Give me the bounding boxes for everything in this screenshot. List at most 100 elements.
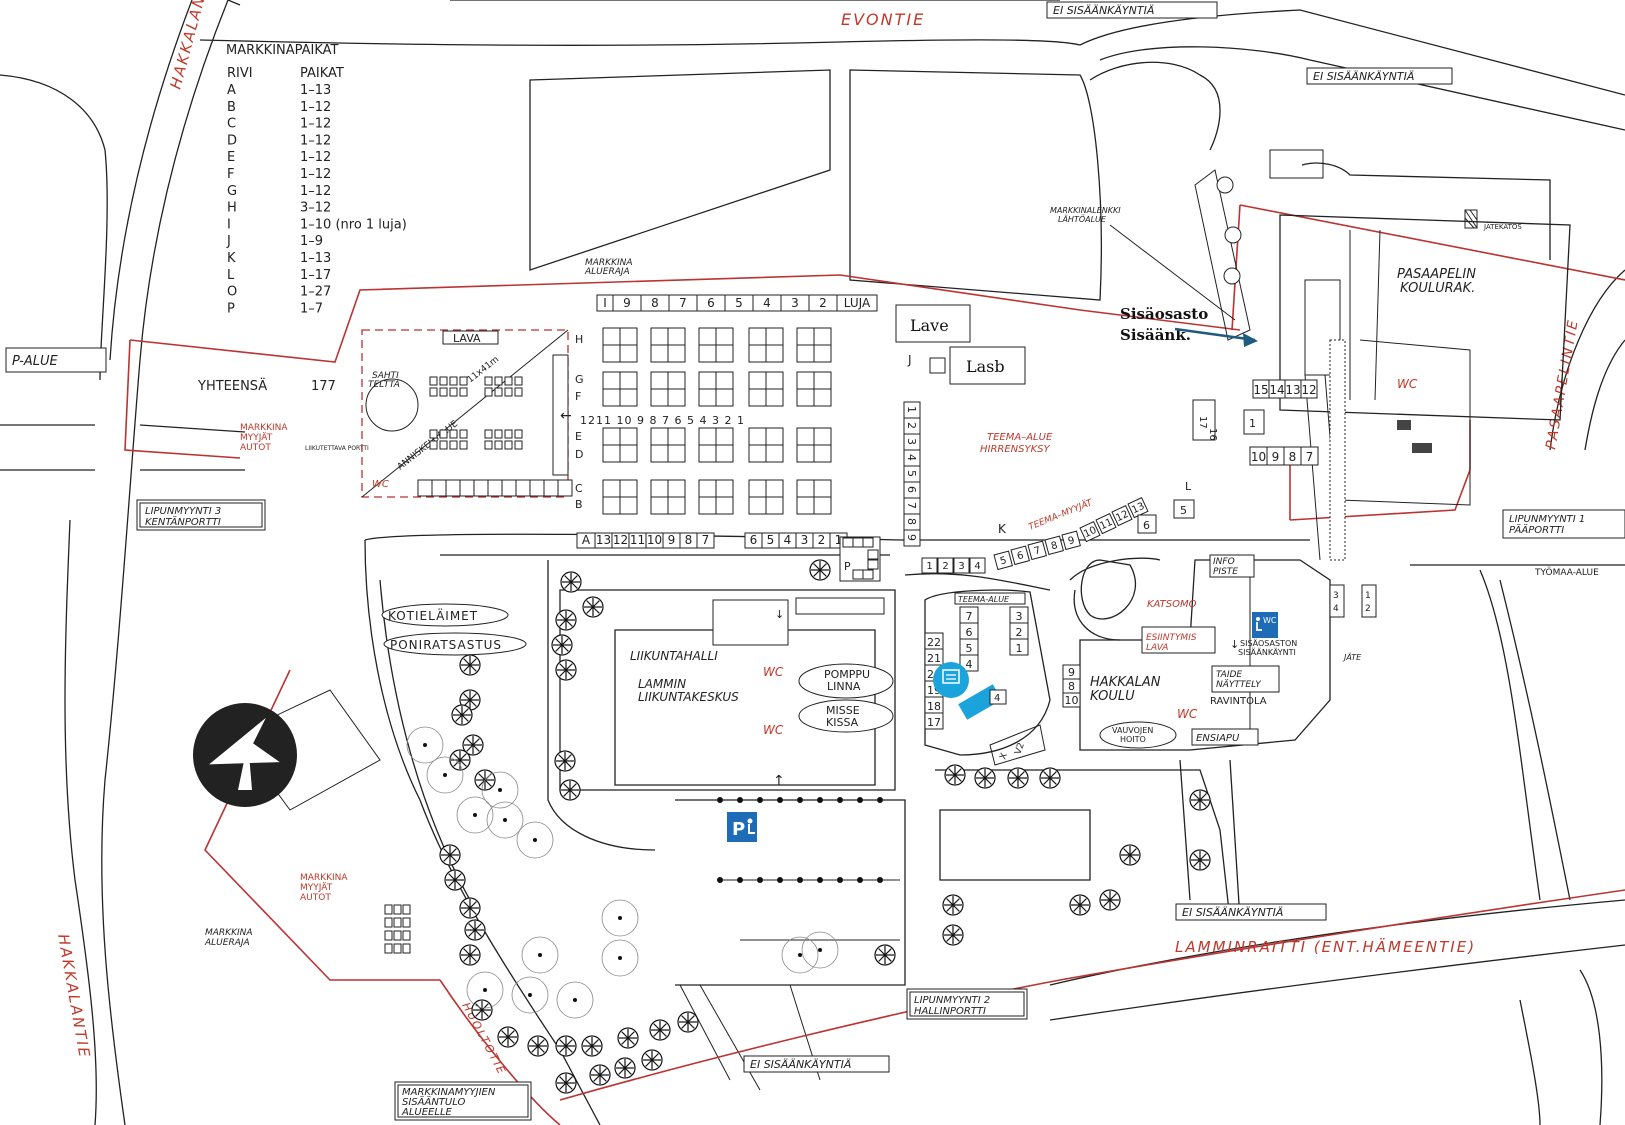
table-icon xyxy=(429,387,438,397)
market-table-row-letter: E xyxy=(227,150,235,165)
tree-icon xyxy=(497,1026,519,1048)
ravintola-label: RAVINTOLA xyxy=(1210,696,1267,707)
table-icon xyxy=(402,917,411,928)
row-l-mid-label: 7 xyxy=(966,610,973,623)
row-i-label: LUJA xyxy=(844,296,871,310)
market-table-row-letter: P xyxy=(227,301,235,316)
parking-post xyxy=(777,877,783,883)
tree-outline-icon xyxy=(481,771,519,809)
row-k-label: 3 xyxy=(958,561,964,572)
table-icon xyxy=(494,429,503,439)
tree-icon xyxy=(554,750,576,772)
row-l-right-label: 1 xyxy=(1016,642,1023,655)
svg-text:V2: V2 xyxy=(1013,741,1026,756)
row-k-label: 8 xyxy=(1050,540,1059,552)
row-a-label: 10 xyxy=(647,533,662,547)
row-i-label: 8 xyxy=(651,296,659,310)
tree-icon xyxy=(944,764,966,786)
wc-label-anniskelu: WC xyxy=(372,479,389,490)
sisaosasto-label: Sisäosasto xyxy=(1120,305,1208,323)
market-table-row-places: 1–12 xyxy=(300,167,331,182)
row-k-label: 7 xyxy=(1033,545,1042,557)
table-icon xyxy=(504,376,513,386)
row-letter: F xyxy=(575,390,581,403)
row-k-cell: 4 xyxy=(969,557,986,574)
tree-outline-icon xyxy=(406,726,444,764)
tree-icon xyxy=(555,1072,577,1094)
no-entry-signs: EI SISÄÄNKÄYNTIÄ EI SISÄÄNKÄYNTIÄ EI SIS… xyxy=(743,1,1453,1073)
row-j-label: 7 xyxy=(905,502,918,509)
row-letter: D xyxy=(575,448,583,461)
market-table-col-places: PAIKAT xyxy=(300,66,344,81)
ef-numbers: 1211 10 9 8 7 6 5 4 3 2 1 xyxy=(580,414,745,427)
tree-outline-icon xyxy=(466,971,504,1009)
row-l-right-label: 2 xyxy=(1016,626,1023,639)
market-table-row-places: 1–10 (nro 1 luja) xyxy=(300,217,407,232)
row-k-cell: 9 xyxy=(1061,530,1081,551)
parking-post xyxy=(817,797,823,803)
tree-icon xyxy=(560,571,582,593)
p-alue-label: P-ALUE xyxy=(12,354,58,369)
anniskelu-stall xyxy=(431,479,447,497)
row-l-left-label: 18 xyxy=(927,700,941,713)
row-k-cell: 11 xyxy=(1095,512,1117,535)
row-a-label: 11 xyxy=(630,533,645,547)
lasb-box xyxy=(949,346,1026,385)
row-a2-label: 4 xyxy=(784,533,792,547)
ensiapu-label: ENSIAPU xyxy=(1196,733,1240,744)
arrow-right-icon xyxy=(1174,327,1258,347)
table-icon xyxy=(459,440,468,450)
market-table-row-places: 1–12 xyxy=(300,133,331,148)
svg-text:16: 16 xyxy=(1207,428,1218,441)
anniskelu-stall xyxy=(445,479,461,497)
row-i-label: 6 xyxy=(707,296,715,310)
market-table-row-letter: D xyxy=(227,133,237,148)
svg-text:X: X xyxy=(998,752,1010,761)
tree-icon xyxy=(677,1011,699,1033)
market-table-row-places: 1–27 xyxy=(300,285,331,300)
table-icon xyxy=(514,429,523,439)
road-label-hakkalantie-top: HAKKALANTIE xyxy=(166,0,216,91)
parking-post xyxy=(817,877,823,883)
tree-icon xyxy=(551,634,573,656)
svg-text:17: 17 xyxy=(1197,416,1208,429)
table-icon xyxy=(439,387,448,397)
compass-north-icon xyxy=(193,689,381,811)
row-l-right-label: 3 xyxy=(1016,610,1023,623)
row-l-left-cell xyxy=(924,712,944,730)
tree-outline-icon xyxy=(426,756,464,794)
row-j-label: 5 xyxy=(905,470,918,477)
row-school2-label: 8 xyxy=(1289,450,1297,464)
table-icon xyxy=(449,376,458,386)
row-k-label: 5 xyxy=(999,555,1008,567)
table-icon xyxy=(514,376,523,386)
tree-icon xyxy=(974,767,996,789)
market-table-row-letter: J xyxy=(226,234,231,249)
tyomaa-alue-label: TYÖMAA-ALUE xyxy=(1534,567,1599,578)
road-label-pasaapelintie: PASAAPELINTIE xyxy=(1543,317,1582,450)
row-school2-cell xyxy=(1300,446,1319,466)
table-icon xyxy=(429,429,438,439)
tree-icon xyxy=(459,897,481,919)
table-icon xyxy=(459,387,468,397)
svg-text:4: 4 xyxy=(1333,604,1339,614)
tree-outline-icon xyxy=(781,936,819,974)
liikutettava-portti: LIIKUTETTAVA PORTTI xyxy=(305,445,369,452)
parking-post xyxy=(837,797,843,803)
total-value: 177 xyxy=(311,379,336,394)
svg-text:WC: WC xyxy=(1263,616,1277,625)
table-icon xyxy=(402,904,411,915)
anniskelu-stall xyxy=(487,479,503,497)
tree-icon xyxy=(1119,844,1141,866)
tree-icon xyxy=(581,1035,603,1057)
row-j-label: 6 xyxy=(905,486,918,493)
tree-icon xyxy=(1189,849,1211,871)
